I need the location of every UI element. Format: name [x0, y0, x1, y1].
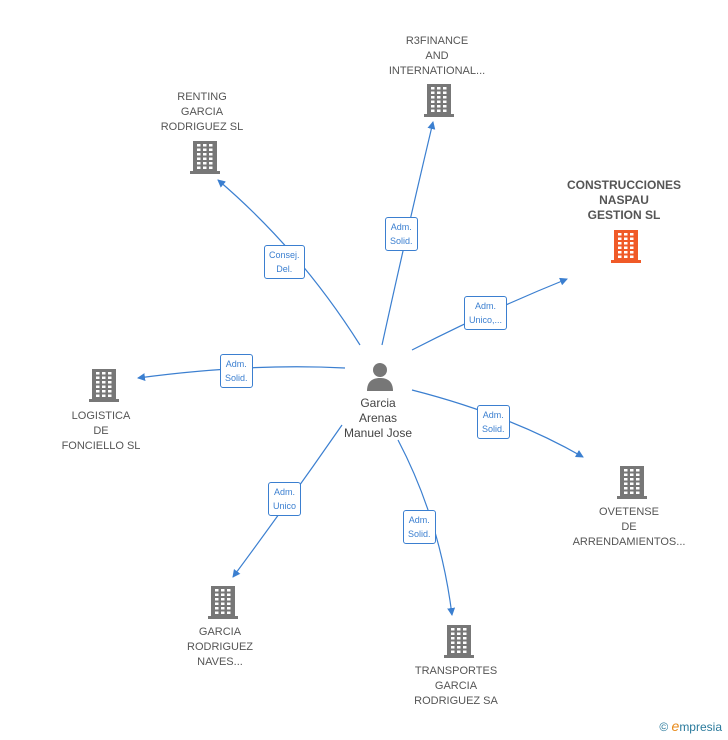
- relation-label-r3finance: Adm. Solid.: [385, 217, 418, 251]
- copyright-symbol: ©: [659, 720, 669, 734]
- node-label-renting[interactable]: RENTING GARCIA RODRIGUEZ SL: [160, 91, 244, 133]
- node-label-naves[interactable]: GARCIA RODRIGUEZ NAVES...: [187, 626, 253, 668]
- person-icon[interactable]: [365, 361, 395, 391]
- relation-label-renting: Consej. Del.: [264, 245, 305, 279]
- building-icon-logistica[interactable]: [89, 369, 119, 402]
- brand-initial: e: [671, 718, 680, 734]
- building-icon-ovetense[interactable]: [617, 466, 647, 499]
- brand-watermark: © empresia: [659, 718, 722, 734]
- relation-label-ovetense: Adm. Solid.: [477, 405, 510, 439]
- building-icon-construcciones[interactable]: [611, 230, 641, 263]
- building-icon-transportes[interactable]: [444, 625, 474, 658]
- relation-label-naves: Adm. Unico: [268, 482, 302, 516]
- node-label-transportes[interactable]: TRANSPORTES GARCIA RODRIGUEZ SA: [414, 665, 498, 707]
- building-icon-renting[interactable]: [190, 141, 220, 174]
- node-label-r3finance[interactable]: R3FINANCE AND INTERNATIONAL...: [388, 35, 486, 77]
- brand-name: mpresia: [679, 720, 722, 734]
- relation-label-construcciones: Adm. Unico,...: [464, 296, 508, 330]
- building-icon-naves[interactable]: [208, 586, 238, 619]
- node-label-construcciones[interactable]: CONSTRUCCIONES NASPAU GESTION SL: [566, 178, 681, 222]
- center-person-name[interactable]: Garcia Arenas Manuel Jose: [343, 396, 413, 440]
- relation-label-transportes: Adm. Solid.: [403, 510, 436, 544]
- relation-label-logistica: Adm. Solid.: [220, 354, 253, 388]
- node-label-ovetense[interactable]: OVETENSE DE ARRENDAMIENTOS...: [572, 506, 686, 548]
- building-icon-r3finance[interactable]: [424, 84, 454, 117]
- node-label-logistica[interactable]: LOGISTICA DE FONCIELLO SL: [61, 410, 141, 452]
